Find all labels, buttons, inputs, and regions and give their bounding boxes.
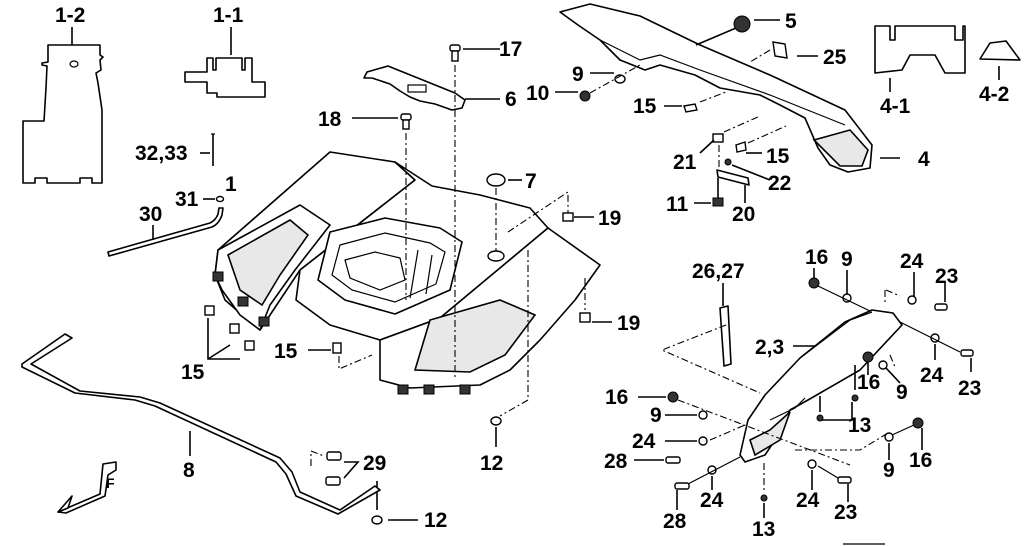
- callout-23-top: 23: [935, 265, 958, 288]
- hardware-16-9-24-28-left: [634, 391, 851, 466]
- callout-8: 8: [183, 459, 195, 482]
- callout-17: 17: [499, 38, 522, 61]
- callout-13-bottom: 13: [752, 518, 775, 541]
- callout-23-bottom: 23: [834, 501, 857, 524]
- part-22-screw: [724, 158, 771, 181]
- callout-1: 1: [225, 173, 237, 196]
- callout-2-3: 2,3: [755, 336, 784, 359]
- part-25-clip: [749, 41, 818, 63]
- part-10-nut: [555, 64, 641, 102]
- part-8-bar: [21, 333, 381, 515]
- callout-32-33: 32,33: [135, 142, 188, 165]
- part-9-washer-upper: [590, 72, 626, 84]
- callout-30: 30: [139, 203, 162, 226]
- callout-20: 20: [732, 203, 755, 226]
- part-2-3-side-step: [739, 309, 903, 463]
- part-19-bolt-lower: [579, 278, 612, 323]
- callout-15-right: 15: [766, 145, 790, 168]
- part-4-1-pad: [874, 25, 966, 92]
- part-17-bolt: [449, 44, 500, 380]
- part-21-cushion: [699, 115, 761, 168]
- part-20-stay: [716, 169, 750, 203]
- callout-16-left: 16: [605, 386, 628, 409]
- callout-11: 11: [666, 193, 689, 216]
- front-direction-arrow-icon: F: [57, 461, 117, 514]
- part-19-bolt-upper: [507, 190, 594, 233]
- callout-labels: 1-2 1-1 32,33 1 31 30 15 15 8 29 12 12 1…: [55, 4, 1009, 541]
- callout-15-group: 15: [181, 361, 205, 384]
- callout-12-center: 12: [480, 452, 503, 475]
- callout-25: 25: [823, 46, 847, 69]
- part-6-bracket: [363, 65, 500, 111]
- callout-16-mid: 16: [857, 371, 880, 394]
- callout-9-top: 9: [841, 248, 853, 271]
- part-18-bolt: [352, 113, 412, 300]
- part-4-2-cap: [979, 40, 1021, 80]
- part-1-1-bracket: [184, 27, 266, 98]
- part-4-rear-carrier: [559, 3, 900, 173]
- part-15-speed-nut-upper: [664, 91, 727, 113]
- hardware-9-16-right-lower: [795, 417, 924, 460]
- callout-19-lower: 19: [617, 312, 640, 335]
- callout-21: 21: [673, 151, 697, 174]
- callout-24-right: 24: [920, 364, 944, 387]
- callout-24-bottom-right: 24: [796, 489, 820, 512]
- callout-10: 10: [526, 82, 549, 105]
- part-1-rear-fender: [212, 151, 601, 395]
- callout-28-bottom: 28: [663, 510, 687, 533]
- callout-15-upper: 15: [633, 95, 657, 118]
- part-12-screw-center: [490, 250, 529, 447]
- callout-9-right-lower: 9: [883, 459, 895, 482]
- hardware-13-screws: [816, 365, 859, 422]
- fender-mount-tabs: [212, 271, 471, 395]
- callout-7: 7: [525, 170, 537, 193]
- part-15-speed-nut-right: [735, 125, 787, 154]
- part-12-screw-lower: [371, 481, 418, 525]
- callout-9-mid: 9: [896, 381, 908, 404]
- part-5-grommet: [695, 15, 780, 46]
- callout-4-1: 4-1: [880, 95, 911, 118]
- callout-1-1: 1-1: [213, 4, 244, 27]
- callout-9-upper: 9: [572, 63, 584, 86]
- callout-1-2: 1-2: [55, 4, 85, 27]
- callout-13-mid: 13: [848, 414, 871, 437]
- callout-18: 18: [318, 108, 342, 131]
- hardware-16-9-mid: [862, 351, 901, 384]
- hardware-28-24-13-24-23-bottom: [674, 456, 852, 518]
- direction-letter: F: [106, 475, 115, 491]
- callout-22: 22: [768, 172, 791, 195]
- part-29-bolts: [310, 450, 360, 486]
- callout-24-top: 24: [900, 250, 924, 273]
- part-15-speed-nuts-group: [204, 305, 255, 360]
- callout-26-27: 26,27: [692, 260, 745, 283]
- part-1-2-inner-panel: [22, 27, 104, 184]
- callout-5: 5: [785, 10, 797, 33]
- callout-6: 6: [505, 88, 517, 111]
- callout-16-top: 16: [805, 246, 828, 269]
- callout-4-2: 4-2: [979, 83, 1009, 106]
- callout-31: 31: [175, 188, 199, 211]
- callout-23-right: 23: [958, 377, 981, 400]
- part-7-cap: [486, 173, 522, 262]
- part-15-speed-nut-center: [308, 342, 373, 370]
- part-31-clip: [203, 195, 225, 203]
- callout-12-lower: 12: [424, 509, 447, 532]
- part-30-rod: [107, 207, 224, 257]
- part-26-27-rod: [660, 283, 761, 394]
- callout-9-left: 9: [650, 404, 662, 427]
- callout-19-upper: 19: [598, 207, 621, 230]
- callout-28-left: 28: [604, 450, 628, 473]
- callout-24-bottom-left: 24: [700, 489, 724, 512]
- part-32-33-wire: [200, 133, 215, 166]
- callout-4: 4: [918, 148, 930, 171]
- part-11-bolt: [694, 178, 724, 207]
- callout-16-right-lower: 16: [909, 449, 932, 472]
- callout-15-center: 15: [274, 340, 298, 363]
- hardware-16-9-24-23-upper: [808, 268, 948, 312]
- hardware-24-23-right: [899, 321, 974, 372]
- callout-24-left: 24: [632, 430, 656, 453]
- callout-29: 29: [363, 452, 386, 475]
